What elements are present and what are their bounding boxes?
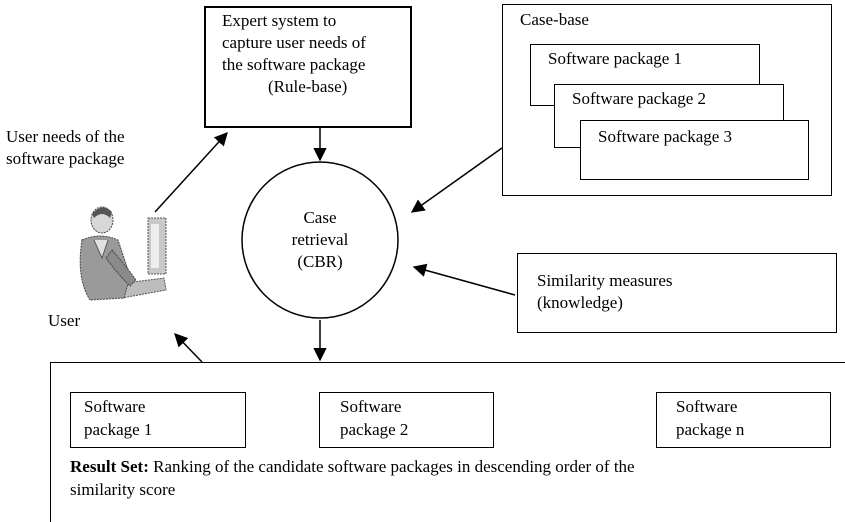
case-retrieval-line2: retrieval bbox=[291, 230, 349, 249]
case-retrieval-circle bbox=[241, 161, 399, 319]
result-package-1-line2: package 1 bbox=[84, 420, 153, 439]
case-package-3-box bbox=[580, 120, 809, 180]
case-base-title: Case-base bbox=[520, 10, 589, 29]
similarity-measures-box bbox=[517, 253, 837, 333]
user-label: User bbox=[48, 311, 81, 330]
arrow-result-to-user bbox=[174, 333, 203, 363]
user-needs-line2: software package bbox=[6, 149, 125, 168]
result-set-caption: Result Set: Ranking of the candidate sof… bbox=[70, 456, 635, 478]
expert-system-line2: capture user needs of bbox=[222, 33, 366, 52]
user-at-computer-icon bbox=[79, 206, 167, 301]
similarity-line1: Similarity measures bbox=[537, 271, 673, 290]
result-package-n-line2: package n bbox=[676, 420, 745, 439]
case-package-3-label: Software package 3 bbox=[598, 127, 733, 146]
arrow-casebase-to-retrieval bbox=[410, 147, 503, 213]
result-set-caption-line2: similarity score bbox=[70, 480, 176, 499]
case-retrieval-line3: (CBR) bbox=[297, 252, 343, 271]
case-package-1-label: Software package 1 bbox=[548, 49, 683, 68]
result-package-n-box bbox=[656, 392, 831, 448]
result-package-1-line1: Software bbox=[84, 397, 146, 416]
result-package-n-line1: Software bbox=[676, 397, 738, 416]
arrow-user-to-expert bbox=[154, 132, 228, 213]
result-package-2-line2: package 2 bbox=[340, 420, 409, 439]
expert-system-line3: the software package bbox=[222, 55, 366, 74]
result-package-1-box bbox=[70, 392, 246, 448]
similarity-line2: (knowledge) bbox=[537, 293, 623, 312]
result-set-caption-rest: Ranking of the candidate software packag… bbox=[148, 457, 635, 476]
user-needs-line1: User needs of the bbox=[6, 127, 125, 146]
result-set-caption-bold: Result Set: bbox=[70, 457, 149, 476]
result-package-2-line1: Software bbox=[340, 397, 402, 416]
result-package-2-box bbox=[319, 392, 494, 448]
expert-system-box bbox=[204, 6, 412, 128]
case-retrieval-line1: Case bbox=[303, 208, 337, 227]
expert-system-line1: Expert system to bbox=[222, 11, 337, 30]
expert-system-line4: (Rule-base) bbox=[268, 77, 348, 96]
case-package-2-label: Software package 2 bbox=[572, 89, 707, 108]
arrow-similarity-to-retrieval bbox=[412, 263, 516, 296]
